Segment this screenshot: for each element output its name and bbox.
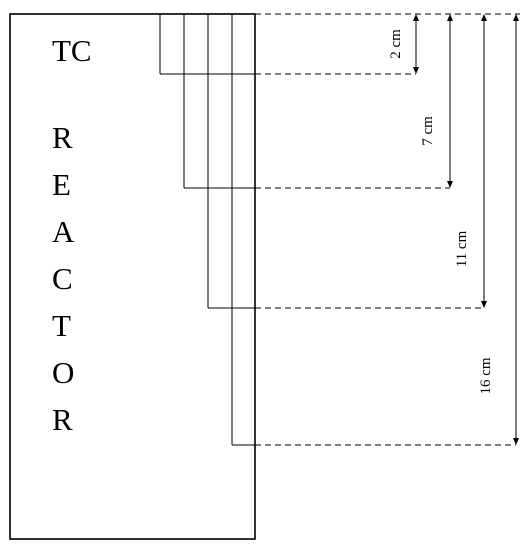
probe-4-arrowhead-bottom — [513, 438, 519, 445]
probe-3-arrowhead-top — [481, 14, 487, 21]
probe-3-depth-label: 11 cm — [454, 230, 470, 267]
probe-4-depth-label: 16 cm — [478, 357, 494, 394]
probe-3: 11 cm — [207, 14, 487, 309]
reactor-vessel — [9, 13, 256, 540]
reactor-letter-e: E — [52, 167, 71, 202]
probe-1-arrowhead-bottom — [413, 67, 419, 74]
probe-2-arrowhead-bottom — [447, 181, 453, 188]
tc-label: TC — [52, 33, 92, 68]
reactor-letter-a: A — [52, 214, 75, 249]
probe-4-arrowhead-top — [513, 14, 519, 21]
probe-1-arrowhead-top — [413, 14, 419, 21]
reactor-letter-c: C — [52, 261, 73, 296]
probe-2: 7 cm — [183, 14, 453, 189]
reactor-letter-o: O — [52, 355, 74, 390]
reactor-letter-r1: R — [52, 120, 73, 155]
probe-2-depth-label: 7 cm — [420, 116, 436, 146]
probe-4: 16 cm — [231, 14, 519, 446]
reactor-letter-t: T — [52, 308, 71, 343]
probe-1: 2 cm — [159, 14, 419, 75]
probe-2-arrowhead-top — [447, 14, 453, 21]
probe-3-arrowhead-bottom — [481, 301, 487, 308]
probe-1-depth-label: 2 cm — [388, 29, 404, 59]
reactor-letter-r2: R — [52, 402, 73, 437]
